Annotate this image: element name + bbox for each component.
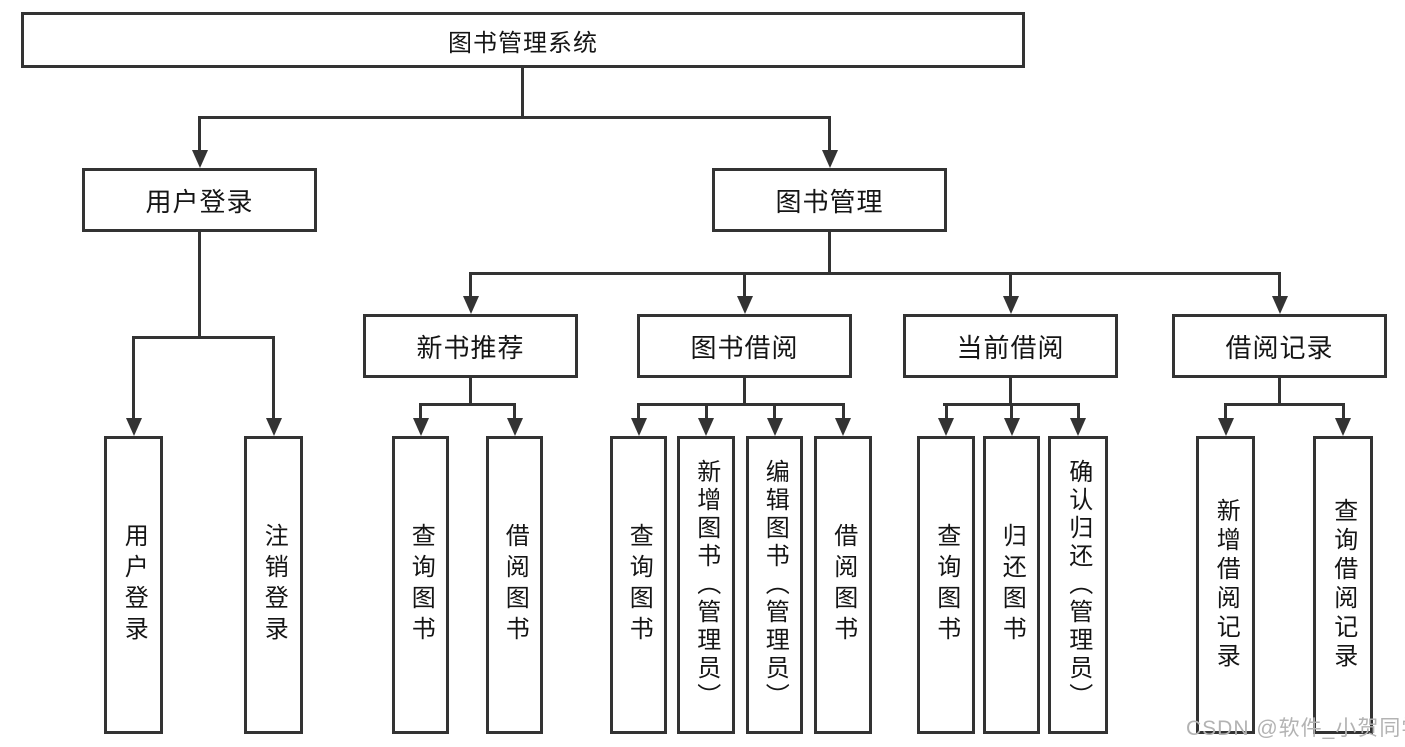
- arrow-down-icon: [191, 150, 208, 168]
- node-user-login-label: 用户登录: [145, 186, 254, 217]
- edge-line: [841, 403, 845, 419]
- edge-line: [272, 336, 275, 420]
- edge-line: [1278, 378, 1281, 403]
- edge-line: [469, 272, 472, 298]
- arrow-down-icon: [1335, 418, 1351, 436]
- leaf-nbr-query-books-label: 查询图书: [407, 523, 435, 647]
- leaf-bb-add-books-admin: 新增图书（管理员）: [677, 436, 735, 734]
- arrow-down-icon: [506, 418, 523, 436]
- leaf-br-query-record: 查询借阅记录: [1313, 436, 1373, 734]
- leaf-br-add-record: 新增借阅记录: [1196, 436, 1255, 734]
- edge-line: [419, 403, 422, 419]
- node-new-book-recommendation-label: 新书推荐: [416, 332, 525, 363]
- arrow-down-icon: [736, 296, 753, 314]
- edge-line: [828, 232, 831, 272]
- leaf-bb-query-books-label: 查询图书: [625, 523, 653, 647]
- edge-line: [637, 403, 844, 406]
- node-book-borrowing-label: 图书借阅: [690, 332, 799, 363]
- leaf-nbr-borrow-books-label: 借阅图书: [501, 523, 529, 647]
- arrow-down-icon: [462, 296, 479, 314]
- leaf-cb-return-books-label: 归还图书: [998, 523, 1026, 647]
- leaf-bb-borrow-books: 借阅图书: [814, 436, 872, 734]
- leaf-bb-edit-books-admin: 编辑图书（管理员）: [746, 436, 803, 734]
- arrow-down-icon: [265, 418, 282, 436]
- leaf-cb-query-books-label: 查询图书: [932, 523, 960, 647]
- edge-line: [132, 336, 135, 420]
- edge-line: [1224, 403, 1227, 419]
- watermark: CSDN @软件_小贺同学: [1186, 717, 1405, 740]
- leaf-bb-add-books-admin-label: 新增图书（管理员）: [692, 459, 720, 711]
- edge-line: [944, 403, 948, 419]
- edge-line: [198, 232, 201, 336]
- node-book-management-label: 图书管理: [775, 186, 884, 217]
- edge-line: [1278, 272, 1281, 298]
- arrow-down-icon: [630, 418, 647, 436]
- leaf-user-login-label: 用户登录: [120, 523, 148, 647]
- edge-line: [1010, 403, 1013, 419]
- edge-line: [773, 403, 776, 419]
- leaf-nbr-query-books: 查询图书: [392, 436, 449, 734]
- arrow-down-icon: [1217, 418, 1234, 436]
- edge-line: [828, 116, 831, 152]
- arrow-down-icon: [125, 418, 142, 436]
- arrow-down-icon: [766, 418, 783, 436]
- leaf-bb-edit-books-admin-label: 编辑图书（管理员）: [761, 459, 789, 711]
- leaf-user-login: 用户登录: [104, 436, 163, 734]
- leaf-cb-confirm-return-admin: 确认归还（管理员）: [1048, 436, 1108, 734]
- arrow-down-icon: [938, 418, 954, 436]
- edge-line: [704, 403, 708, 419]
- arrow-down-icon: [1002, 296, 1019, 314]
- edge-line: [1224, 403, 1345, 406]
- arrow-down-icon: [1070, 418, 1086, 436]
- leaf-logout-login: 注销登录: [244, 436, 303, 734]
- edge-line: [469, 378, 472, 403]
- leaf-br-query-record-label: 查询借阅记录: [1329, 498, 1357, 672]
- node-user-login: 用户登录: [82, 168, 317, 232]
- node-book-management: 图书管理: [712, 168, 947, 232]
- edge-line: [637, 403, 640, 419]
- leaf-br-add-record-label: 新增借阅记录: [1212, 498, 1240, 672]
- node-current-borrowing: 当前借阅: [903, 314, 1118, 378]
- arrow-down-icon: [1271, 296, 1288, 314]
- edge-line: [1076, 403, 1080, 419]
- edge-line: [743, 378, 746, 403]
- leaf-logout-login-label: 注销登录: [260, 523, 288, 647]
- edge-line: [1009, 272, 1012, 298]
- edge-line: [198, 116, 201, 152]
- arrow-down-icon: [1003, 418, 1020, 436]
- edge-line: [1009, 378, 1012, 403]
- edge-line: [132, 336, 275, 339]
- edge-line: [198, 116, 831, 119]
- arrow-down-icon: [835, 418, 851, 436]
- node-borrowing-records: 借阅记录: [1172, 314, 1387, 378]
- edge-line: [520, 68, 524, 116]
- edge-line: [1341, 403, 1345, 419]
- node-current-borrowing-label: 当前借阅: [956, 332, 1065, 363]
- edge-line: [419, 403, 516, 406]
- leaf-bb-query-books: 查询图书: [610, 436, 667, 734]
- node-new-book-recommendation: 新书推荐: [363, 314, 578, 378]
- edge-line: [513, 403, 516, 419]
- node-root: 图书管理系统: [21, 12, 1025, 68]
- leaf-cb-query-books: 查询图书: [917, 436, 975, 734]
- node-borrowing-records-label: 借阅记录: [1225, 332, 1334, 363]
- leaf-nbr-borrow-books: 借阅图书: [486, 436, 543, 734]
- leaf-cb-confirm-return-admin-label: 确认归还（管理员）: [1064, 459, 1092, 711]
- edge-line: [743, 272, 746, 298]
- leaf-bb-borrow-books-label: 借阅图书: [829, 523, 857, 647]
- node-root-label: 图书管理系统: [448, 29, 598, 57]
- node-book-borrowing: 图书借阅: [637, 314, 852, 378]
- leaf-cb-return-books: 归还图书: [983, 436, 1040, 734]
- edge-line: [469, 272, 1281, 275]
- arrow-down-icon: [412, 418, 429, 436]
- arrow-down-icon: [698, 418, 714, 436]
- arrow-down-icon: [821, 150, 838, 168]
